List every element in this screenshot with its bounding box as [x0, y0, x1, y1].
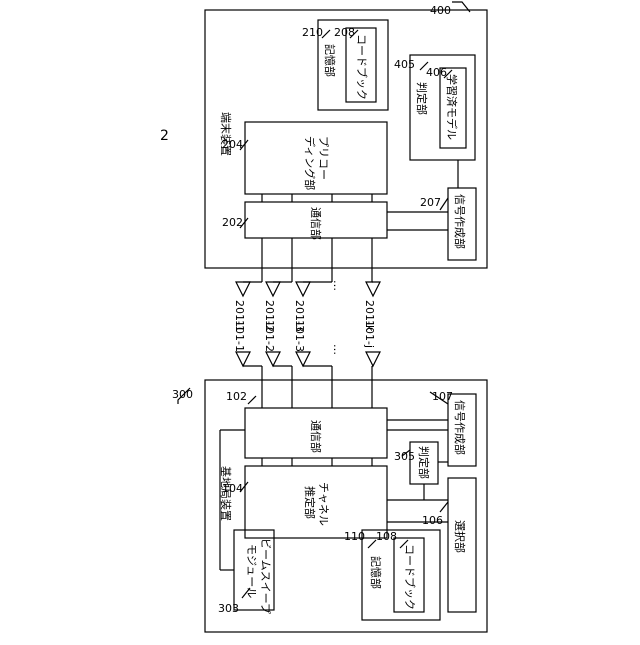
antenna-icon — [266, 282, 280, 296]
antenna-icon — [236, 352, 250, 366]
antenna-icon — [366, 352, 380, 366]
channel-est-label-2: 推定部 — [303, 486, 317, 519]
terminal-judge-label: 判定部 — [415, 82, 429, 115]
select-label: 選択部 — [453, 520, 467, 553]
base-storage-ref: 110 — [344, 530, 365, 543]
antenna-icon — [296, 352, 310, 366]
terminal-signal-gen-label: 信号作成部 — [453, 194, 467, 249]
base-storage-label: 記憶部 — [369, 556, 383, 589]
terminal-ref: 400 — [430, 4, 451, 17]
precoding-label-2: ディング部 — [303, 136, 317, 190]
terminal-storage-label: 記憶部 — [323, 44, 337, 77]
terminal-storage-ref: 210 — [302, 26, 323, 39]
antenna-icon — [296, 282, 310, 296]
base-antenna-label: 101-1 — [233, 320, 246, 352]
base-codebook-ref: 108 — [376, 530, 397, 543]
base-antenna-label: 101-2 — [263, 320, 276, 352]
channel-est-label-1: チャネル — [317, 482, 330, 526]
antenna-icon — [236, 282, 250, 296]
base-judge-ref: 305 — [394, 450, 415, 463]
base-judge-label: 判定部 — [417, 446, 431, 479]
terminal-title: 端末装置 — [219, 112, 233, 156]
terminal-judge-ref: 405 — [394, 58, 415, 71]
figure-number: 2 — [160, 128, 169, 144]
beam-sweep-label-2: モジュール — [245, 544, 258, 598]
precoding-label-1: プリコー — [317, 136, 330, 180]
base-signal-gen-ref: 107 — [432, 390, 453, 403]
beam-sweep-ref: 303 — [218, 602, 239, 615]
base-codebook-label: コードブック — [403, 544, 417, 610]
terminal-device — [205, 2, 487, 296]
base-signal-gen-label: 信号作成部 — [453, 400, 467, 455]
learned-model-ref: 406 — [426, 66, 447, 79]
base-antenna-dots: … — [331, 344, 344, 355]
select-ref: 106 — [422, 514, 443, 527]
terminal-antenna-dots: … — [331, 280, 344, 291]
learned-model-label: 学習済モデル — [445, 74, 459, 140]
terminal-comm-ref: 202 — [222, 216, 243, 229]
base-title: 基地局装置 — [219, 466, 232, 521]
base-antenna-label: 101-j — [363, 320, 376, 348]
base-ref: 300 — [172, 388, 193, 401]
antenna-icon — [266, 352, 280, 366]
terminal-signal-gen-ref: 207 — [420, 196, 441, 209]
base-comm-ref: 102 — [226, 390, 247, 403]
terminal-comm-label: 通信部 — [309, 207, 323, 240]
antenna-icon — [366, 282, 380, 296]
terminal-codebook-ref: 208 — [334, 26, 355, 39]
terminal-codebook-label: コードブック — [355, 34, 369, 100]
beam-sweep-label-1: ビームスイープ — [259, 538, 272, 614]
base-comm-label: 通信部 — [309, 420, 323, 453]
base-antenna-label: 101-3 — [293, 320, 306, 352]
